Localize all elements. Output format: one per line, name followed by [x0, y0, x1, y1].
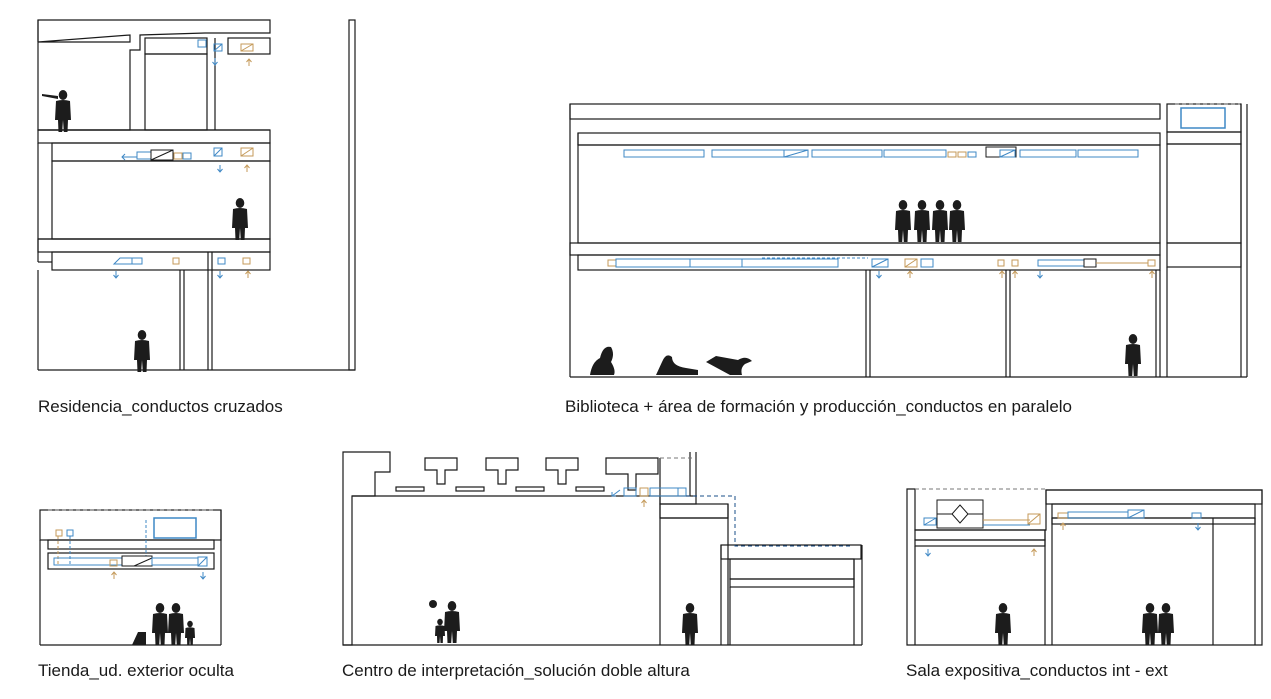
ducts-biblioteca [607, 107, 1226, 268]
section-centro [342, 451, 863, 646]
airflow-arrows-residencia [113, 57, 252, 279]
ducts-centro [623, 487, 852, 547]
people-sala [995, 603, 1174, 645]
people-centro [429, 600, 698, 645]
airflow-arrows-tienda [111, 571, 206, 580]
people-biblioteca [590, 200, 1141, 376]
caption-biblioteca: Biblioteca + área de formación y producc… [565, 397, 1073, 416]
caption-sala: Sala expositiva_conductos int - ext [906, 661, 1168, 680]
ducts-tienda [53, 517, 208, 567]
section-residencia [37, 19, 356, 371]
caption-tienda: Tienda_ud. exterior oculta [38, 661, 234, 680]
people-tienda [132, 603, 195, 645]
section-biblioteca [569, 103, 1248, 378]
ducts-sala [923, 499, 1202, 529]
caption-centro: Centro de interpretación_solución doble … [342, 661, 690, 680]
caption-residencia: Residencia_conductos cruzados [38, 397, 283, 416]
ducts-residencia [112, 39, 254, 265]
people-residencia [42, 90, 248, 372]
airflow-arrows-centro [611, 489, 647, 508]
airflow-arrows-biblioteca [876, 270, 1155, 279]
section-sala [906, 488, 1263, 646]
section-tienda [39, 509, 222, 646]
